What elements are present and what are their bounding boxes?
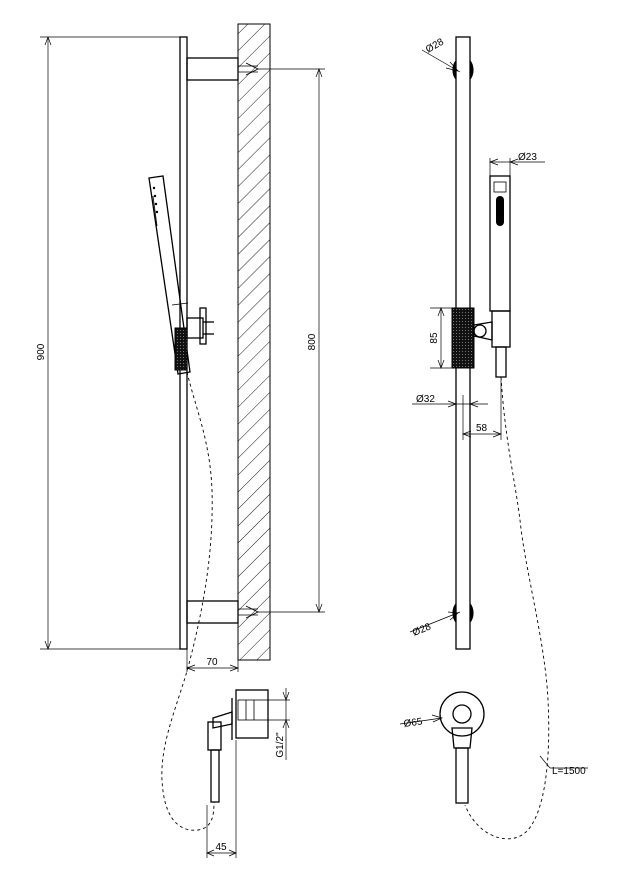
bottom-support-front xyxy=(452,603,474,623)
label-thread: G1/2" xyxy=(275,732,286,758)
hand-shower-side xyxy=(148,175,191,375)
slider-front xyxy=(451,307,511,378)
wall-hatched xyxy=(237,23,271,661)
dimension-thread: G1/2" xyxy=(275,688,290,760)
dimension-hose-length: L=1500 xyxy=(539,755,588,777)
label-hose-length: L=1500 xyxy=(552,766,586,777)
label-45: 45 xyxy=(215,842,227,853)
top-support-front xyxy=(452,60,474,80)
dimension-45: 45 xyxy=(206,740,237,858)
label-800: 800 xyxy=(307,333,318,350)
dimension-800: 800 xyxy=(258,68,325,613)
dimension-support-bottom: Ø28 xyxy=(409,611,461,639)
wall-outlet-front xyxy=(439,691,485,804)
wall-outlet-side xyxy=(207,689,290,803)
hose-front xyxy=(464,376,550,840)
label-70: 70 xyxy=(206,657,218,668)
dimension-flange: Ø65 xyxy=(399,714,444,730)
dimension-support-top: Ø28 xyxy=(421,36,461,73)
dimension-900: 900 xyxy=(36,36,180,650)
dimension-slider-height: 85 xyxy=(429,307,452,369)
label-rail: Ø32 xyxy=(416,394,435,405)
label-support-top: Ø28 xyxy=(424,36,446,55)
label-flange: Ø65 xyxy=(403,716,424,730)
label-900: 900 xyxy=(36,343,47,360)
front-view: Ø28 Ø28 Ø23 85 xyxy=(399,36,588,840)
label-handshower: Ø23 xyxy=(518,152,537,163)
dimension-rail: Ø32 xyxy=(412,368,488,410)
label-slider-projection: 58 xyxy=(476,423,488,434)
side-view: 900 800 70 45 xyxy=(36,23,325,858)
dimension-70: 70 xyxy=(186,649,239,672)
dimension-handshower: Ø23 xyxy=(489,152,545,176)
hand-shower-front xyxy=(489,175,511,312)
label-slider-height: 85 xyxy=(429,332,440,344)
hose-side xyxy=(161,371,215,831)
slider-side xyxy=(174,307,214,371)
dimension-slider-projection: 58 xyxy=(462,380,502,440)
